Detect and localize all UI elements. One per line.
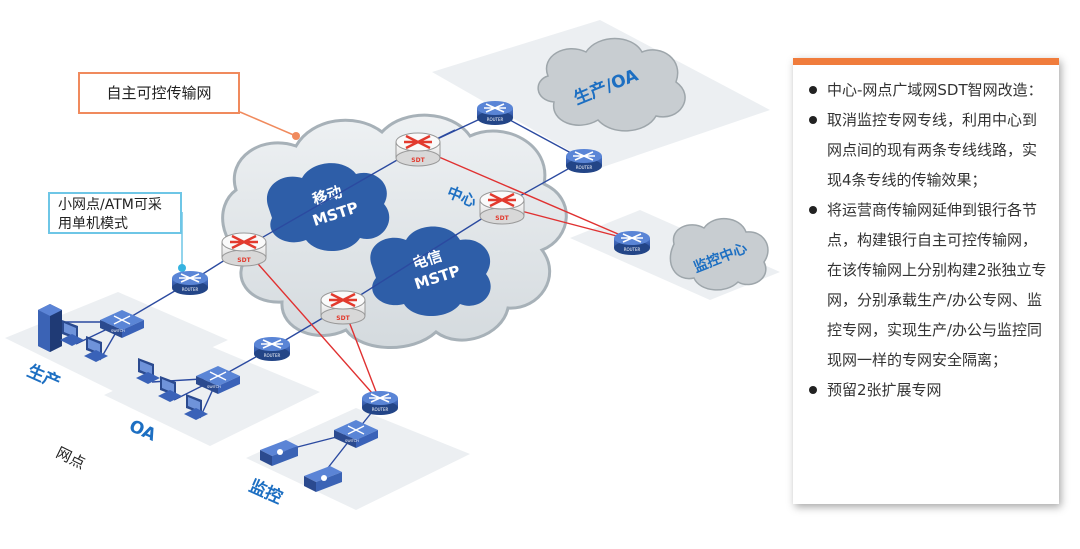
info-panel: 中心-网点广域网SDT智网改造： 取消监控专网专线，利用中心到网点间的现有两条专… <box>793 58 1059 504</box>
router-icon-1: ROUTER <box>477 101 513 125</box>
switch-icon-1: SWITCH <box>100 310 144 338</box>
switch-icon-2: SWITCH <box>196 366 240 394</box>
production-label: 生产 <box>24 360 64 393</box>
red-link-sdt1-monitor-center <box>417 147 633 241</box>
leader-dot-autonomous <box>292 132 300 140</box>
sdt-label: SDT <box>237 257 251 264</box>
bullet-3: 将运营商传输网延伸到银行各节点，构建银行自主可控传输网，在该传输网上分别构建2张… <box>807 195 1047 375</box>
callout-autonomous: 自主可控传输网 <box>78 72 240 114</box>
pc-icon-5 <box>184 394 208 420</box>
router-icon-2: ROUTER <box>566 149 602 173</box>
pcs <box>60 320 208 420</box>
cameras <box>260 440 342 492</box>
router-label: ROUTER <box>264 353 281 358</box>
monitor-center-cloud: 监控中心 <box>669 218 769 291</box>
sdt-router-icon-3: SDT <box>221 232 267 267</box>
callout-leaders <box>178 111 300 272</box>
pc-icon-1 <box>60 320 84 346</box>
router-label: ROUTER <box>372 407 389 412</box>
switch-label: SWITCH <box>111 329 125 333</box>
switch-label: SWITCH <box>345 439 359 443</box>
red-link-branch-sdt-mon-router <box>243 247 381 403</box>
switch-icon-3: SWITCH <box>334 420 378 448</box>
sdt-router-icon-1: SDT <box>395 132 441 167</box>
router-icon-6: ROUTER <box>362 391 398 415</box>
sdt-devices: SDT SDT SDT SDT <box>221 132 525 325</box>
link-sdt-telecom <box>342 205 503 307</box>
sdt-label: SDT <box>336 315 350 322</box>
server-icon <box>38 304 62 352</box>
info-bullets: 中心-网点广域网SDT智网改造： 取消监控专网专线，利用中心到网点间的现有两条专… <box>807 75 1047 405</box>
switch-label: SWITCH <box>207 385 221 389</box>
platform-oa <box>104 346 320 446</box>
router-label: ROUTER <box>624 247 641 252</box>
pc-icon-4 <box>158 376 182 402</box>
bullet-4: 预留2张扩展专网 <box>807 375 1047 405</box>
pc-icon-3 <box>136 358 160 384</box>
platform-monitor <box>246 408 470 510</box>
router-icon-4: ROUTER <box>172 271 208 295</box>
router-label: ROUTER <box>487 117 504 122</box>
pc-icon-2 <box>84 336 108 362</box>
bullet-2: 取消监控专网专线，利用中心到网点间的现有两条专线线路，实现4条专线的传输效果； <box>807 105 1047 195</box>
oa-label: OA <box>126 416 160 446</box>
camera-icon-1 <box>260 440 298 466</box>
routers: ROUTER ROUTER ROUTER ROUTER ROUTER ROUTER <box>172 101 650 415</box>
branch-label: 网点 <box>53 443 88 472</box>
sdt-router-icon-2: SDT <box>479 190 525 225</box>
leader-dot-single-mode <box>178 264 186 272</box>
monitor-label: 监控 <box>246 475 286 508</box>
mobile-mstp-cloud: 移动 MSTP <box>266 163 390 252</box>
router-label: ROUTER <box>576 165 593 170</box>
bullet-1: 中心-网点广域网SDT智网改造： <box>807 75 1047 105</box>
sdt-router-icon-4: SDT <box>320 290 366 325</box>
leader-autonomous <box>239 111 297 137</box>
switches: SWITCH SWITCH SWITCH <box>100 310 378 448</box>
camera-icon-2 <box>304 466 342 492</box>
router-icon-5: ROUTER <box>254 337 290 361</box>
sdt-label: SDT <box>411 157 425 164</box>
production-oa-cloud: 生产/OA <box>537 37 686 132</box>
sdt-label: SDT <box>495 215 509 222</box>
link-sdt-mobile <box>243 147 419 249</box>
router-icon-3: ROUTER <box>614 231 650 255</box>
callout-single-mode: 小网点/ATM可采用单机模式 <box>48 192 182 234</box>
router-label: ROUTER <box>182 287 199 292</box>
